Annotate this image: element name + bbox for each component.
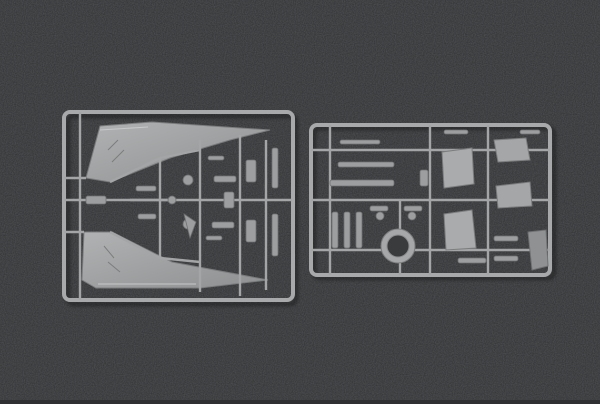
left-sprue-frame [62,110,295,302]
left-small-parts [85,147,279,257]
right-panel-parts [441,137,549,271]
right-small-parts [329,129,541,264]
left-sprue [62,110,299,307]
ring-part [380,228,416,264]
right-sprue [309,123,557,281]
left-sprue-runners [64,112,292,300]
